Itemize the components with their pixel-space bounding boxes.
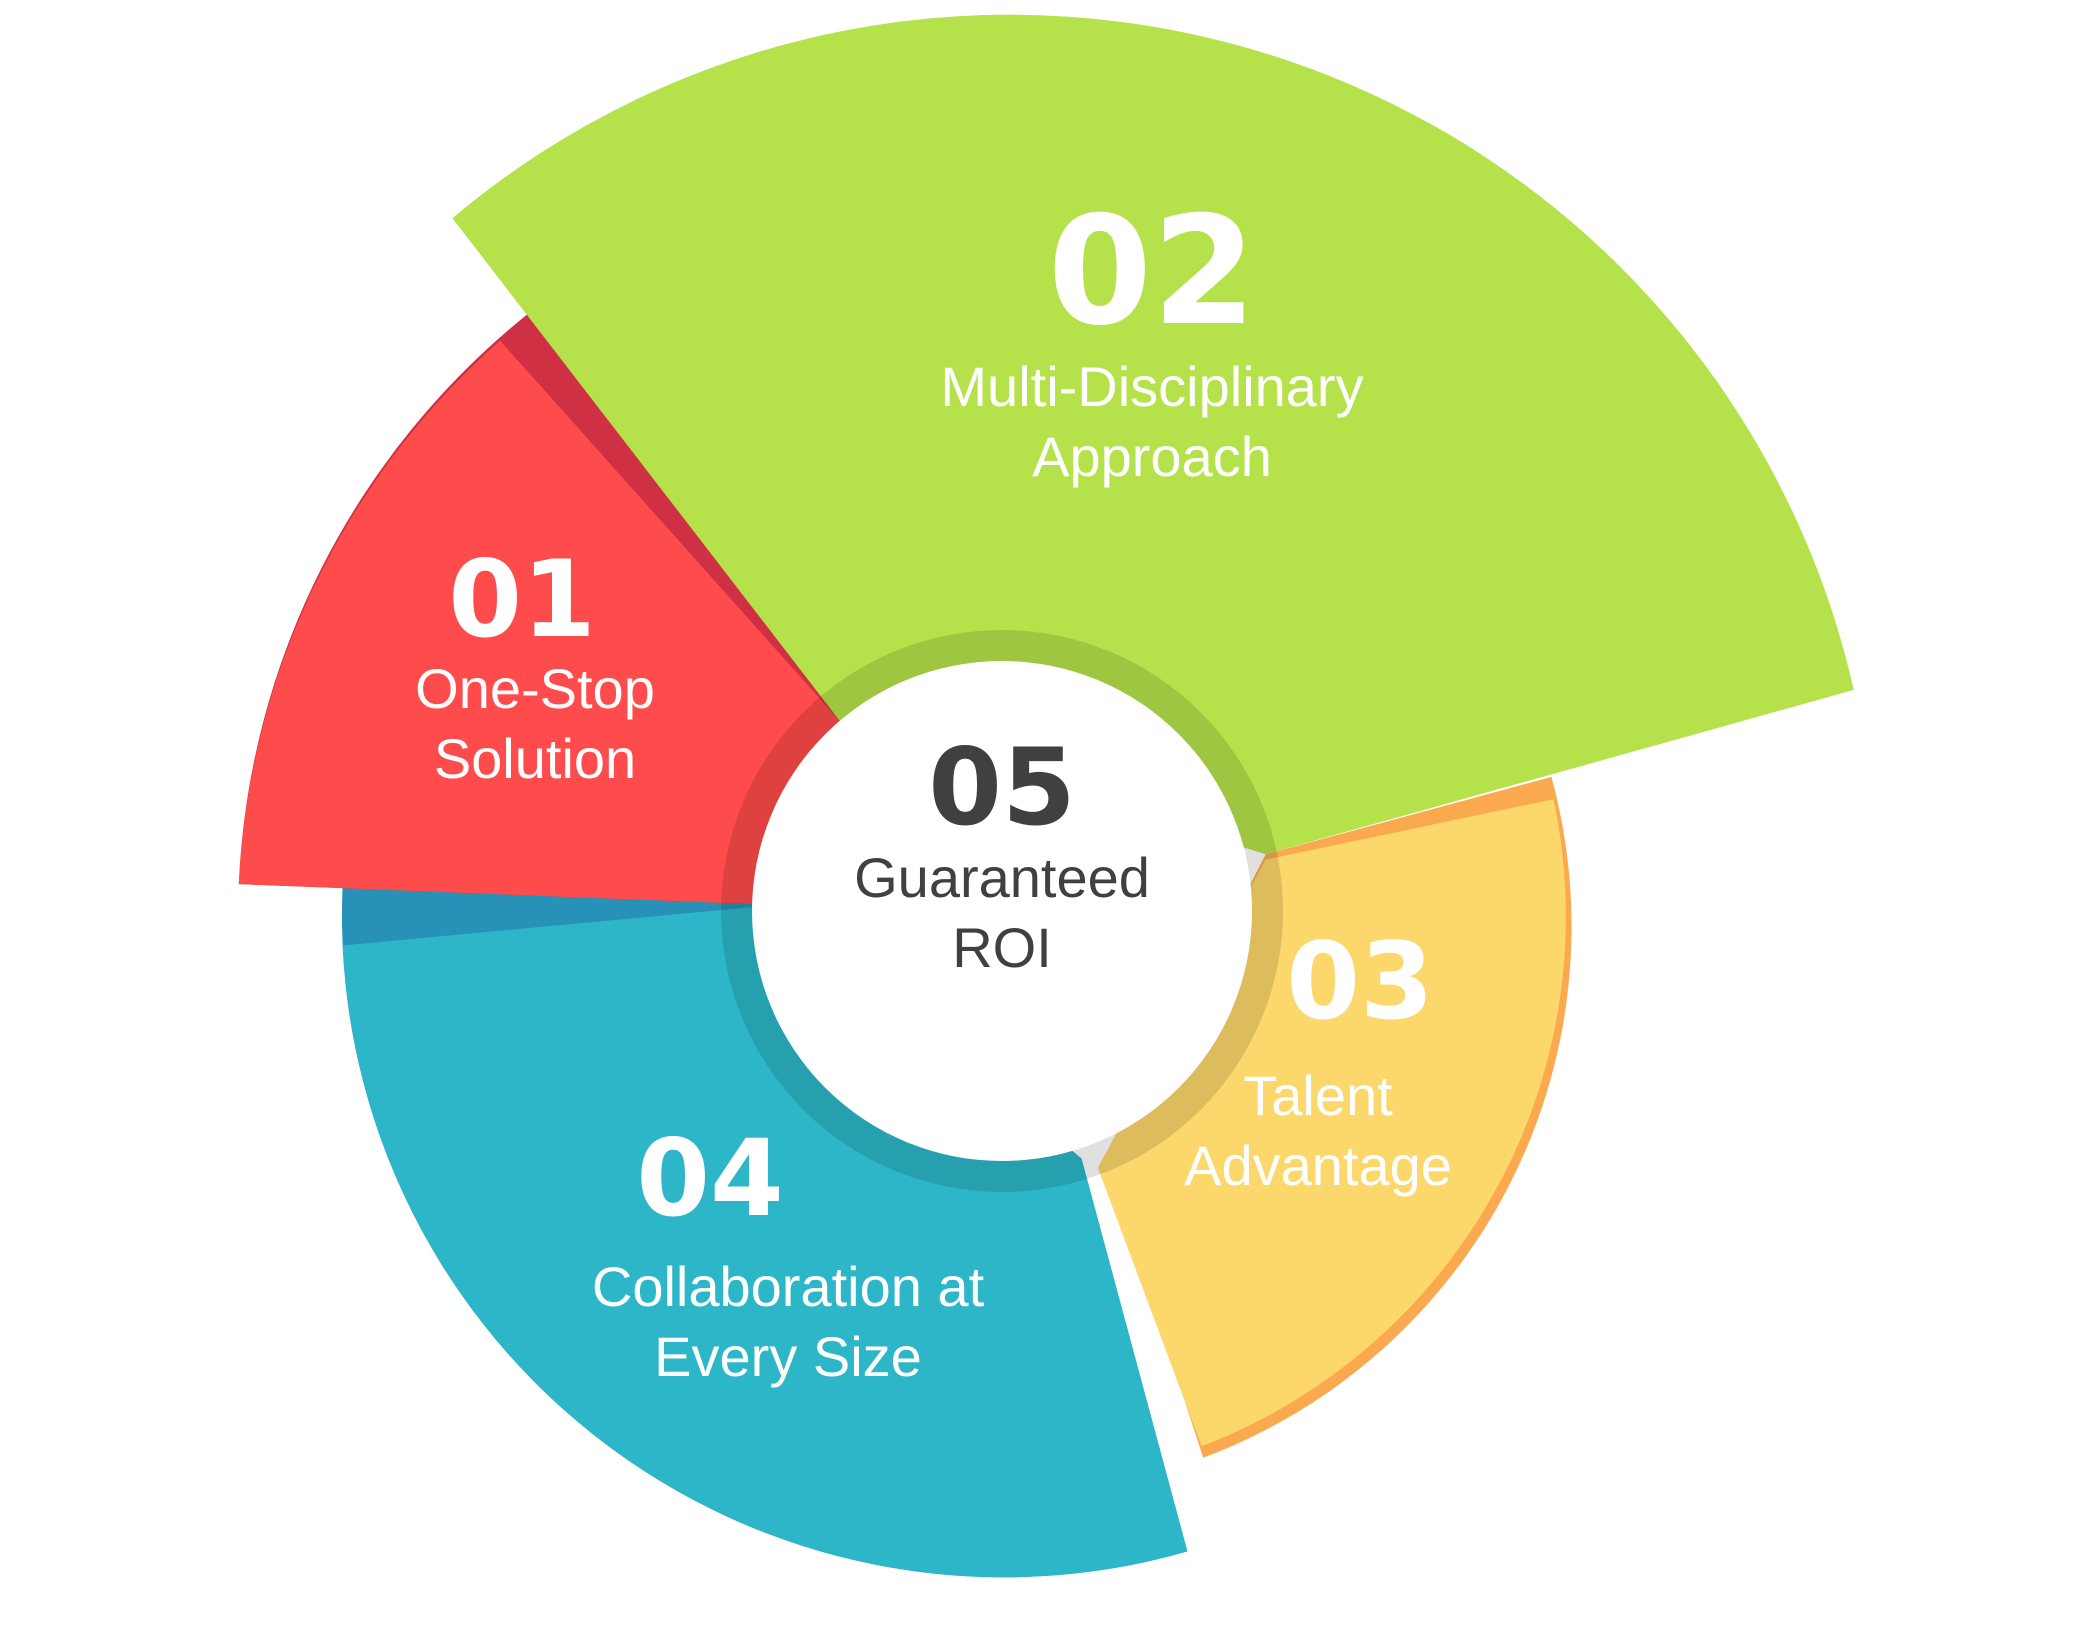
segment-04-number: 04: [636, 1117, 784, 1240]
center-disc: [752, 661, 1252, 1161]
center-hub: [721, 630, 1283, 1192]
segment-01-label-line1: One-Stop: [415, 657, 655, 720]
segment-01-number: 01: [448, 538, 596, 661]
segment-03-label-line1: Talent: [1243, 1064, 1393, 1127]
segment-02-label-line1: Multi-Disciplinary: [940, 355, 1363, 418]
segment-01-label-line2: Solution: [434, 727, 636, 790]
center-label-line2: ROI: [952, 916, 1052, 979]
center-label-line1: Guaranteed: [854, 846, 1150, 909]
segment-02-label-line2: Approach: [1032, 425, 1272, 488]
segment-02-body: [452, 14, 1854, 855]
segment-04-body: [342, 907, 1188, 1578]
segment-02: [452, 14, 1854, 855]
segment-04-label-line2: Every Size: [654, 1325, 922, 1388]
center-number: 05: [928, 726, 1076, 849]
segment-03-number: 03: [1286, 920, 1434, 1043]
segment-04: [341, 885, 1188, 1578]
segment-01: [238, 313, 841, 905]
segment-03-label-line2: Advantage: [1184, 1134, 1452, 1197]
segment-04-label-line1: Collaboration at: [592, 1255, 985, 1318]
segment-02-number: 02: [1048, 185, 1257, 359]
segment-01-body: [238, 340, 841, 905]
